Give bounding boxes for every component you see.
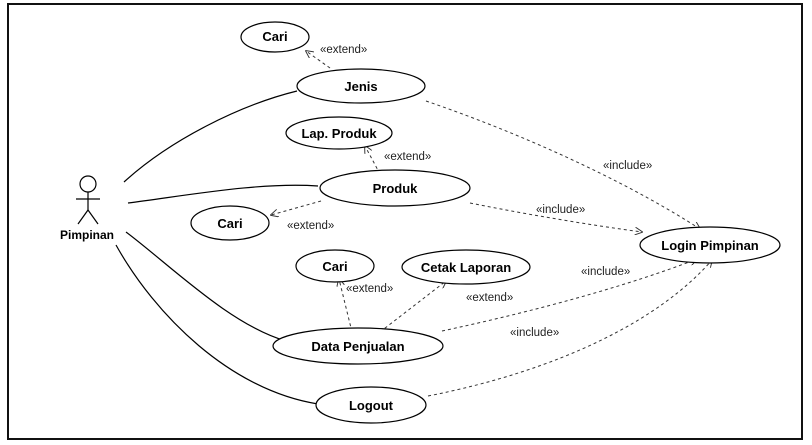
use-case-ellipse (240, 21, 310, 53)
assoc-jenis (123, 90, 298, 183)
use-case-cari-bottom[interactable]: Cari (295, 249, 375, 283)
use-case-ellipse (319, 169, 471, 207)
use-case-ellipse (285, 116, 393, 150)
use-case-label: Cari (322, 259, 347, 274)
include-dp-login-arrow (441, 259, 697, 332)
use-case-label: Login Pimpinan (661, 238, 759, 253)
extend-dp-cari-label: «extend» (346, 283, 393, 295)
use-case-label: Cari (217, 216, 242, 231)
use-case-ellipse (401, 249, 531, 285)
use-case-label: Data Penjualan (311, 339, 404, 354)
use-case-label: Produk (373, 181, 419, 196)
extend-dp-cetak-label: «extend» (466, 292, 513, 304)
include-jenis-login-label: «include» (603, 160, 652, 172)
include-logout-login-label: «include» (510, 327, 559, 339)
use-case-ellipse (639, 226, 781, 264)
extend-jenis-cari-label: «extend» (320, 44, 367, 56)
use-case-ellipse (296, 68, 426, 104)
include-jenis-login-arrow (425, 100, 700, 229)
use-case-label: Lap. Produk (301, 126, 377, 141)
use-case-ellipse (190, 205, 270, 241)
extend-produk-cari-label: «extend» (287, 220, 334, 232)
use-case-jenis[interactable]: Jenis (296, 68, 426, 104)
actor-label: Pimpinan (60, 228, 114, 242)
actor-head (79, 175, 97, 193)
use-case-label: Logout (349, 398, 394, 413)
include-logout-login-arrow (427, 260, 712, 397)
use-case-data-penjualan[interactable]: Data Penjualan (272, 327, 444, 365)
actor-right-leg (87, 209, 99, 225)
use-case-cari-mid[interactable]: Cari (190, 205, 270, 241)
use-case-login-pimpinan[interactable]: Login Pimpinan (639, 226, 781, 264)
use-case-produk[interactable]: Produk (319, 169, 471, 207)
use-case-logout[interactable]: Logout (315, 386, 427, 424)
use-case-label: Jenis (344, 79, 377, 94)
extend-dp-cetak-arrow (379, 281, 446, 333)
use-case-ellipse (315, 386, 427, 424)
include-produk-login-label: «include» (536, 204, 585, 216)
use-case-ellipse (295, 249, 375, 283)
assoc-logout (115, 244, 319, 405)
assoc-data-penjualan (125, 231, 287, 342)
use-case-cari-top[interactable]: Cari (240, 21, 310, 53)
include-dp-login-label: «include» (581, 266, 630, 278)
use-case-cetak-laporan[interactable]: Cetak Laporan (401, 249, 531, 285)
extend-produk-lap-arrow (365, 146, 381, 175)
include-produk-login-arrow (469, 202, 642, 232)
actor-pimpinan[interactable]: Pimpinan (60, 175, 114, 242)
use-case-label: Cetak Laporan (421, 260, 511, 275)
extend-produk-cari-arrow (271, 200, 322, 215)
extend-jenis-cari-arrow (306, 51, 331, 69)
use-case-ellipse (272, 327, 444, 365)
extend-produk-lap-label: «extend» (384, 151, 431, 163)
assoc-produk (127, 184, 319, 204)
use-case-lap-produk[interactable]: Lap. Produk (285, 116, 393, 150)
actor-left-leg (77, 209, 89, 225)
use-case-label: Cari (262, 29, 287, 44)
